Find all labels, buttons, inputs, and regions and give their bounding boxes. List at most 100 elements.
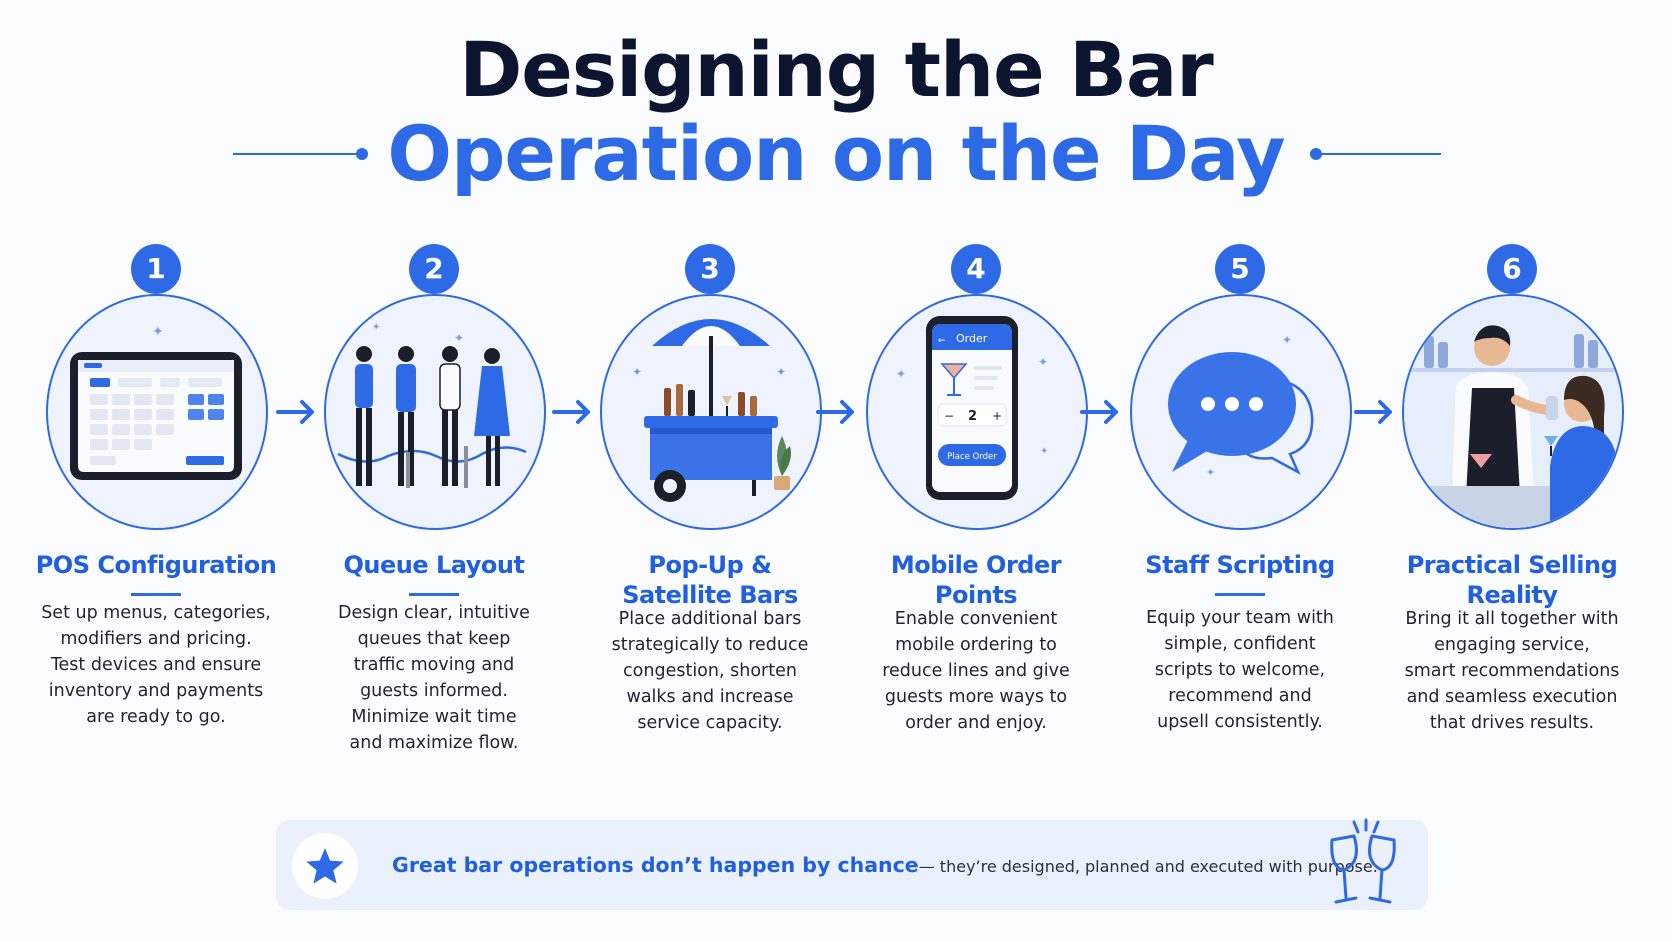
step-3-number-badge: 3	[685, 244, 735, 294]
title-decoration-left-line	[233, 153, 358, 155]
desc-line: Minimize wait time	[351, 707, 517, 727]
pos-tablet-icon: ✦	[46, 294, 268, 530]
step-2-number-badge: 2	[409, 244, 459, 294]
svg-text:✦: ✦	[1282, 333, 1292, 347]
step-4-title-line: Mobile Order	[890, 551, 1062, 579]
svg-text:✦: ✦	[454, 331, 464, 345]
banner-bold-text: Great bar operations don’t happen by cha…	[392, 853, 919, 877]
desc-line: scripts to welcome,	[1154, 660, 1326, 680]
arrow-right-icon	[552, 400, 590, 424]
svg-text:✦: ✦	[152, 324, 164, 340]
step-6-title-line: Practical Selling	[1406, 551, 1618, 579]
desc-line: strategically to reduce	[611, 635, 809, 655]
svg-text:✦: ✦	[776, 365, 786, 379]
desc-line: reduce lines and give	[882, 661, 1070, 681]
step-5-title-line: Staff Scripting	[1145, 551, 1335, 579]
desc-line: Set up menus, categories,	[41, 603, 271, 623]
desc-line: Test devices and ensure	[50, 655, 262, 675]
phone-header-text: Order	[956, 332, 988, 345]
desc-line: traffic moving and	[353, 655, 515, 675]
step-2-title: Queue Layout	[298, 550, 570, 580]
step-1-title: POS Configuration	[20, 550, 292, 580]
desc-line: simple, confident	[1164, 634, 1316, 654]
title-line-1: Designing the Bar	[459, 25, 1214, 114]
step-1-title-line: POS Configuration	[35, 551, 277, 579]
star-badge	[292, 833, 358, 899]
step-6-description: Bring it all together with engaging serv…	[1390, 606, 1634, 736]
desc-line: walks and increase	[626, 687, 794, 707]
step-5-number-badge: 5	[1215, 244, 1265, 294]
desc-line: that drives results.	[1429, 713, 1595, 733]
desc-line: mobile ordering to	[895, 635, 1057, 655]
desc-line: engaging service,	[1434, 635, 1590, 655]
svg-text:✦: ✦	[896, 367, 906, 381]
title-line-2: Operation on the Day	[387, 109, 1285, 198]
step-3-description: Place additional bars strategically to r…	[588, 606, 832, 736]
step-3-title: Pop-Up & Satellite Bars	[574, 550, 846, 610]
step-5-title: Staff Scripting	[1104, 550, 1376, 580]
svg-text:✦: ✦	[1038, 355, 1048, 369]
desc-line: congestion, shorten	[623, 661, 797, 681]
step-2-underline	[409, 593, 459, 596]
arrow-right-icon	[816, 400, 854, 424]
arrow-right-icon	[276, 400, 314, 424]
desc-line: guests more ways to	[884, 687, 1068, 707]
title-decoration-left-dot	[356, 148, 368, 160]
step-1-underline	[131, 593, 181, 596]
summary-banner: Great bar operations don’t happen by cha…	[276, 820, 1428, 910]
step-1-number-badge: 1	[131, 244, 181, 294]
desc-line: recommend and	[1168, 686, 1312, 706]
desc-line: Place additional bars	[618, 609, 802, 629]
desc-line: queues that keep	[357, 629, 511, 649]
desc-line: smart recommendations	[1404, 661, 1620, 681]
step-1-description: Set up menus, categories, modifiers and …	[34, 600, 278, 730]
desc-line: and maximize flow.	[349, 733, 519, 753]
step-4-description: Enable convenient mobile ordering to red…	[854, 606, 1098, 736]
desc-line: modifiers and pricing.	[60, 629, 252, 649]
desc-line: inventory and payments	[48, 681, 264, 701]
step-2-title-line: Queue Layout	[343, 551, 525, 579]
desc-line: and seamless execution	[1406, 687, 1618, 707]
step-2-description: Design clear, intuitive queues that keep…	[312, 600, 556, 756]
desc-line: guests informed.	[360, 681, 508, 701]
chat-bubbles-icon: ✦ ✦	[1130, 294, 1352, 530]
star-icon	[306, 848, 344, 884]
svg-text:←: ←	[938, 336, 946, 346]
quantity-plus[interactable]: +	[992, 409, 1002, 423]
desc-line: Enable convenient	[894, 609, 1058, 629]
arrow-right-icon	[1080, 400, 1118, 424]
step-6-title: Practical Selling Reality	[1376, 550, 1648, 610]
step-3-title-line: Pop-Up &	[648, 551, 772, 579]
svg-text:✦: ✦	[1206, 466, 1215, 479]
desc-line: Bring it all together with	[1405, 609, 1619, 629]
queue-people-icon: ✦ ✦	[324, 294, 546, 530]
title-decoration-right-line	[1316, 153, 1441, 155]
step-5-description: Equip your team with simple, confident s…	[1118, 605, 1362, 735]
banner-text: Great bar operations don’t happen by cha…	[392, 820, 1378, 910]
desc-line: upsell consistently.	[1157, 712, 1323, 732]
step-5-underline	[1215, 593, 1265, 596]
step-6-number-badge: 6	[1487, 244, 1537, 294]
step-3-title-line: Satellite Bars	[622, 581, 798, 609]
arrow-right-icon	[1354, 400, 1392, 424]
desc-line: Equip your team with	[1146, 608, 1334, 628]
desc-line: order and enjoy.	[905, 713, 1047, 733]
quantity-value: 2	[968, 409, 977, 424]
banner-rest-text: — they’re designed, planned and executed…	[918, 857, 1378, 876]
mobile-phone-icon: ✦ ✦ ✦ ← Order − 2 + Place Order	[866, 294, 1088, 530]
step-4-title-line: Points	[934, 581, 1018, 609]
step-4-title: Mobile Order Points	[840, 550, 1112, 610]
desc-line: are ready to go.	[86, 707, 226, 727]
step-6-title-line: Reality	[1466, 581, 1558, 609]
bartender-icon	[1402, 294, 1624, 530]
svg-text:✦: ✦	[372, 322, 380, 333]
step-4-number-badge: 4	[951, 244, 1001, 294]
svg-text:✦: ✦	[632, 365, 642, 379]
cheers-glasses-icon	[1330, 818, 1396, 904]
quantity-minus[interactable]: −	[944, 409, 954, 423]
desc-line: service capacity.	[637, 713, 783, 733]
bar-cart-icon: ✦ ✦	[600, 294, 822, 530]
svg-text:✦: ✦	[1040, 446, 1048, 457]
place-order-button[interactable]: Place Order	[947, 452, 997, 462]
desc-line: Design clear, intuitive	[338, 603, 530, 623]
